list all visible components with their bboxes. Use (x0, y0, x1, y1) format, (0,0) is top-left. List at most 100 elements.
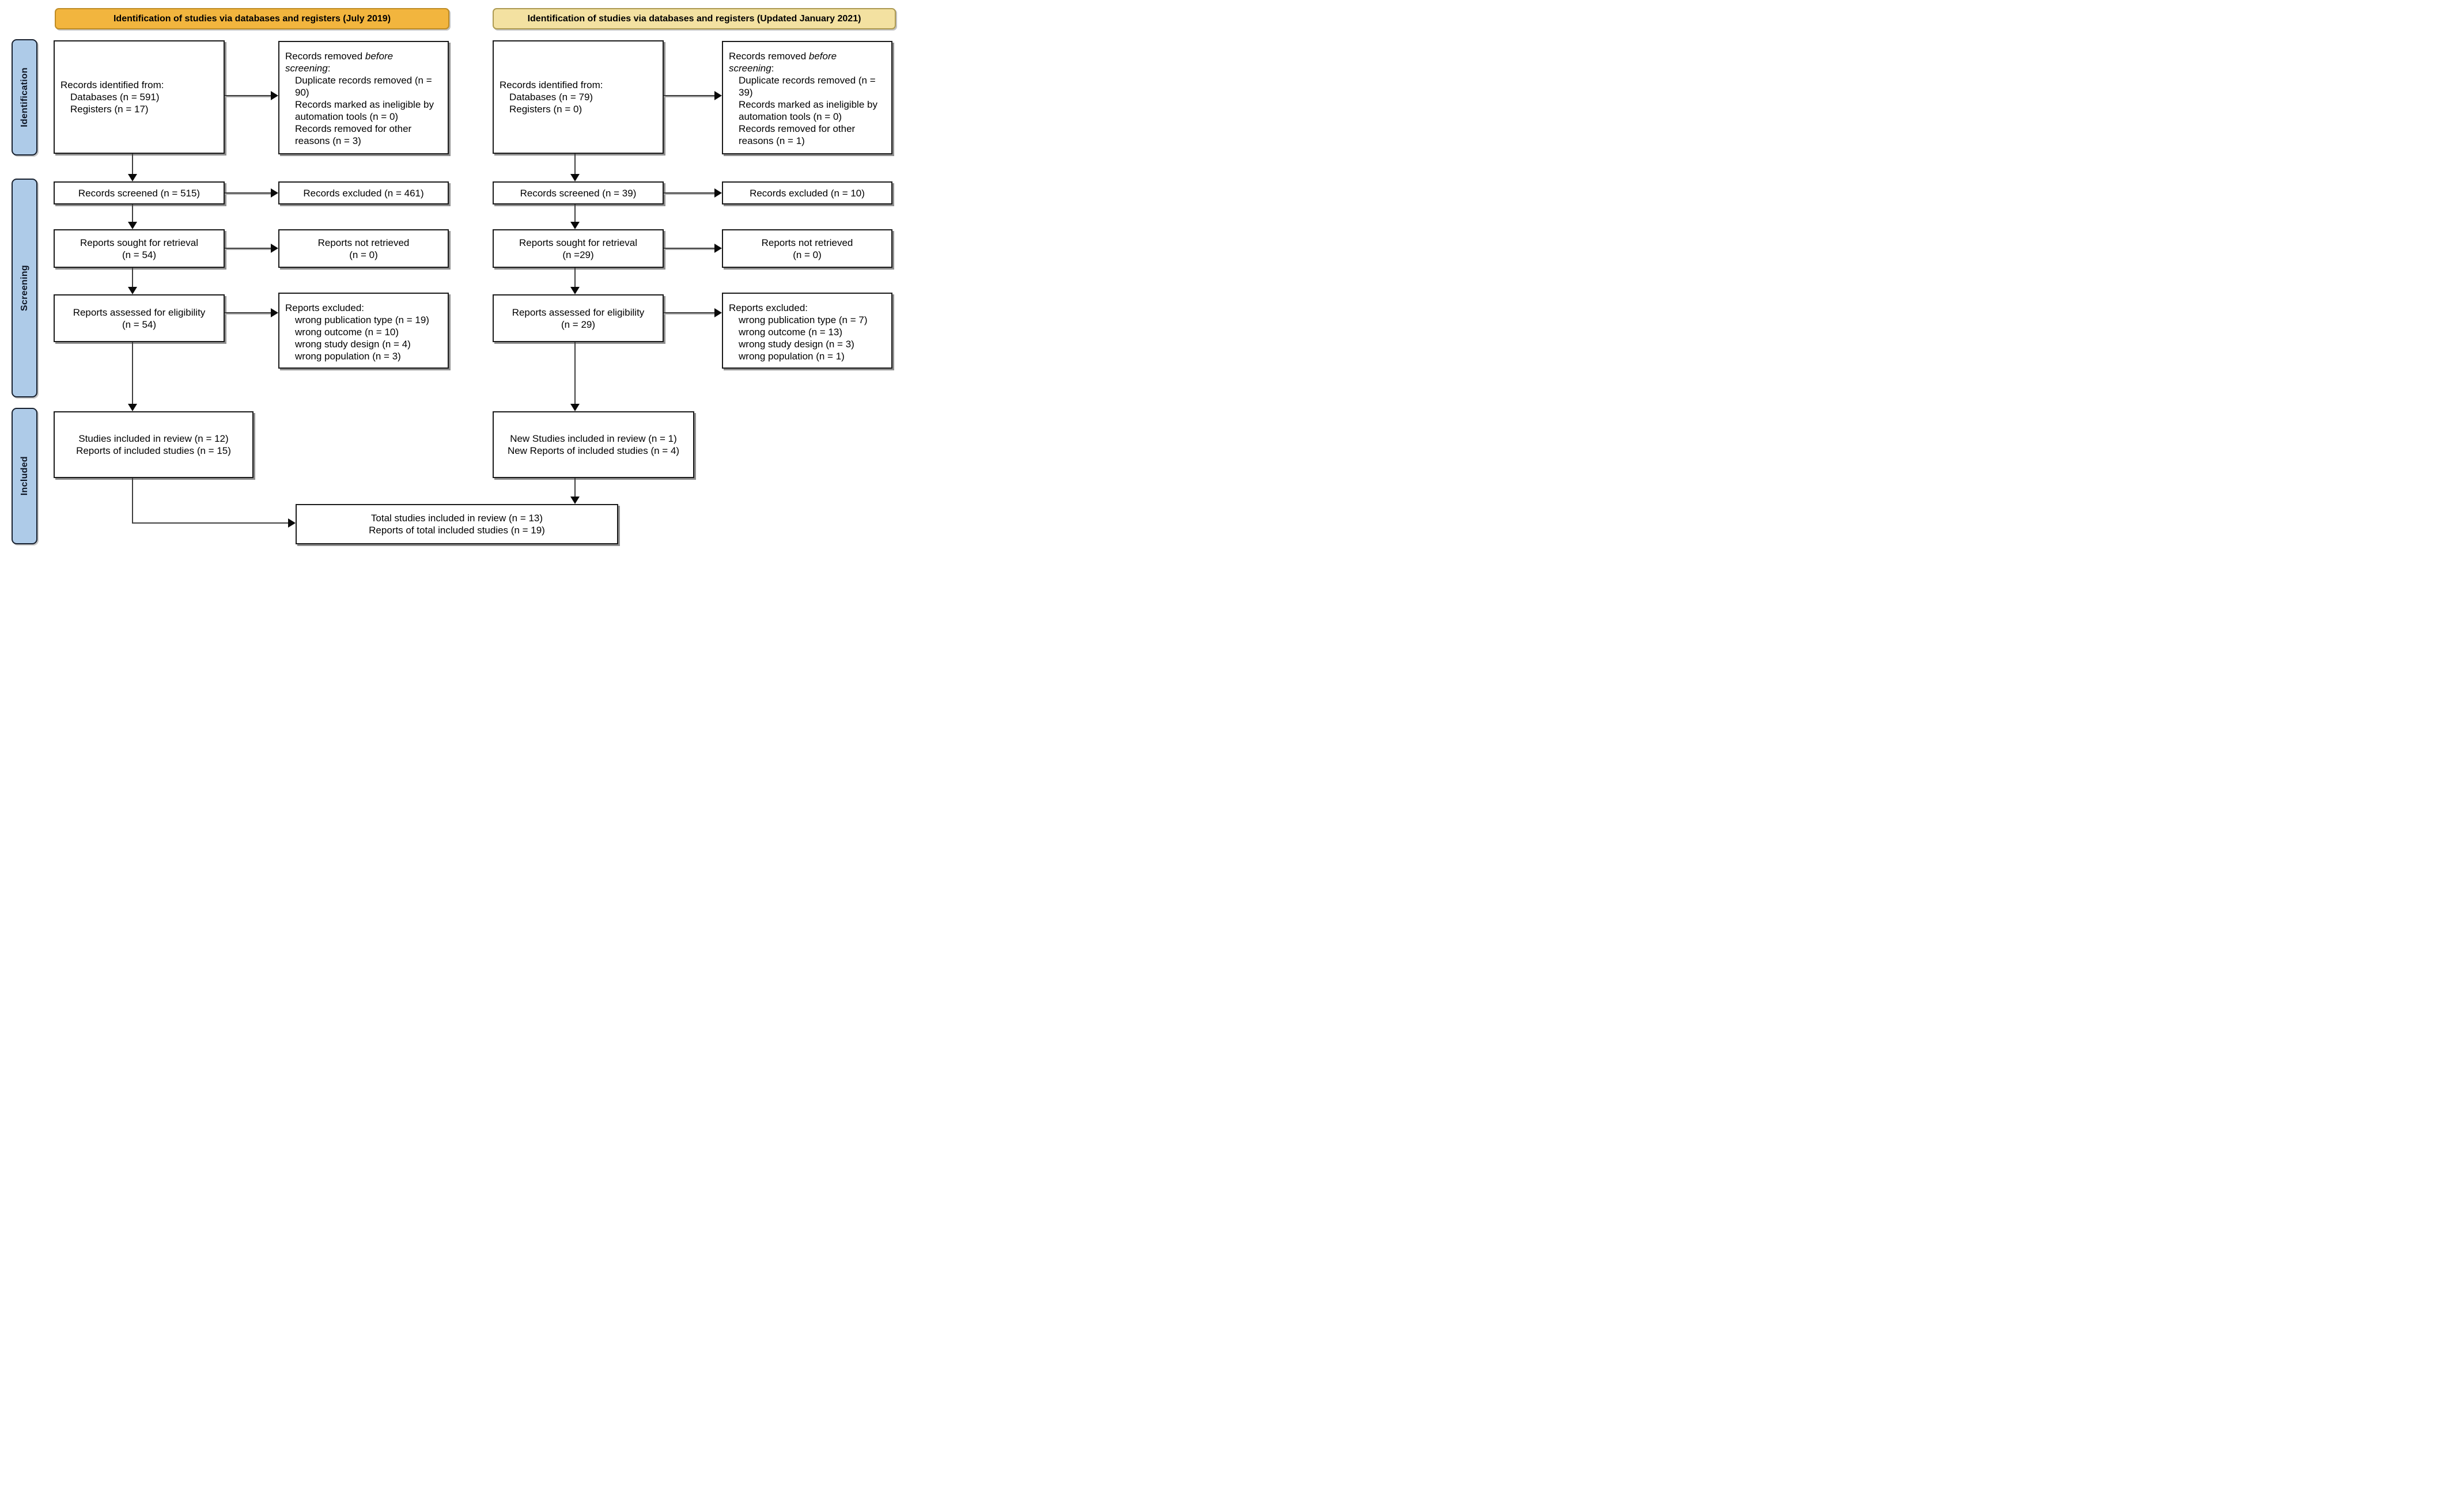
box-title: Reports excluded: (729, 302, 808, 313)
right-records-identified-box: Records identified from: Databases (n = … (493, 40, 664, 154)
box-line: Reports assessed for eligibility (512, 306, 645, 318)
box-line: New Reports of included studies (n = 4) (507, 445, 680, 456)
arrow-head-icon (570, 174, 580, 181)
stage-included-label: Included (19, 456, 29, 496)
arrow-line (132, 342, 133, 405)
box-item: wrong study design (n = 4) (295, 339, 411, 350)
arrow-head-icon (271, 308, 278, 317)
banner-left: Identification of studies via databases … (55, 8, 449, 29)
left-studies-included-box: Studies included in review (n = 12) Repo… (54, 411, 254, 478)
box-item: Duplicate records removed (n = 90) (295, 75, 432, 98)
stage-screening-label: Screening (19, 264, 29, 312)
box-label: Records screened (n = 515) (78, 187, 200, 199)
box-item: Databases (n = 79) (509, 92, 593, 103)
box-line: (n = 29) (561, 319, 596, 330)
arrow-head-icon (128, 222, 137, 229)
arrow-head-icon (288, 518, 296, 528)
arrow-head-icon (271, 91, 278, 100)
box-line: Reports not retrieved (761, 237, 853, 248)
arrow-head-icon (271, 244, 278, 253)
left-reports-assessed-box: Reports assessed for eligibility (n = 54… (54, 294, 225, 342)
box-label: Records excluded (n = 461) (303, 187, 424, 199)
box-item: wrong outcome (n = 10) (295, 327, 399, 338)
left-reports-excluded-box: Reports excluded: wrong publication type… (278, 293, 449, 369)
arrow-head-icon (714, 308, 722, 317)
left-records-identified-box: Records identified from: Databases (n = … (54, 40, 225, 154)
arrow-line (225, 248, 271, 249)
box-line: (n = 0) (793, 249, 822, 260)
box-item: wrong study design (n = 3) (739, 339, 854, 350)
box-line: Reports sought for retrieval (519, 237, 638, 248)
right-new-studies-included-box: New Studies included in review (n = 1) N… (493, 411, 694, 478)
box-item: wrong publication type (n = 19) (295, 314, 429, 325)
box-item: Registers (n = 17) (70, 104, 149, 115)
box-line: Reports of included studies (n = 15) (76, 445, 231, 456)
arrow-line (574, 478, 576, 498)
stage-screening: Screening (12, 179, 37, 397)
right-records-excluded-box: Records excluded (n = 10) (722, 181, 892, 204)
box-line: (n = 0) (349, 249, 378, 260)
arrow-line (574, 204, 576, 223)
arrow-line (225, 192, 271, 194)
arrow-line (574, 154, 576, 175)
banner-right-label: Identification of studies via databases … (527, 13, 861, 24)
banner-left-label: Identification of studies via databases … (113, 13, 391, 24)
right-records-removed-box: Records removed before screening: Duplic… (722, 41, 892, 154)
arrow-head-icon (714, 188, 722, 198)
arrow-head-icon (128, 174, 137, 181)
stage-included: Included (12, 408, 37, 544)
box-line: Reports sought for retrieval (80, 237, 199, 248)
box-item: wrong publication type (n = 7) (739, 314, 868, 325)
left-records-excluded-box: Records excluded (n = 461) (278, 181, 449, 204)
arrow-line (664, 312, 715, 313)
box-item: Records removed for other reasons (n = 3… (295, 123, 412, 146)
box-item: Duplicate records removed (n = 39) (739, 75, 876, 98)
box-item: wrong population (n = 3) (295, 351, 401, 362)
box-item: Databases (n = 591) (70, 92, 160, 103)
arrow-line (664, 248, 715, 249)
left-records-screened-box: Records screened (n = 515) (54, 181, 225, 204)
arrow-head-icon (570, 287, 580, 294)
arrow-head-icon (714, 244, 722, 253)
box-line: (n = 54) (122, 319, 157, 330)
arrow-line (132, 204, 133, 223)
left-records-removed-box: Records removed before screening: Duplic… (278, 41, 449, 154)
arrow-line (132, 154, 133, 175)
arrow-head-icon (570, 222, 580, 229)
stage-identification: Identification (12, 39, 37, 156)
box-line: Studies included in review (n = 12) (78, 433, 229, 444)
arrow-head-icon (271, 188, 278, 198)
box-item: Registers (n = 0) (509, 104, 582, 115)
right-reports-assessed-box: Reports assessed for eligibility (n = 29… (493, 294, 664, 342)
arrow-line (225, 95, 271, 96)
arrow-line (132, 268, 133, 288)
prisma-flow-diagram: Identification of studies via databases … (0, 0, 903, 555)
box-item: Records removed for other reasons (n = 1… (739, 123, 856, 146)
box-line: Reports of total included studies (n = 1… (369, 525, 545, 536)
arrow-line (664, 95, 715, 96)
arrow-line (574, 342, 576, 405)
box-line: Reports not retrieved (317, 237, 410, 248)
arrow-line (225, 312, 271, 313)
box-title: Records identified from: (500, 79, 603, 90)
stage-identification-label: Identification (19, 67, 29, 127)
banner-right: Identification of studies via databases … (493, 8, 896, 29)
box-item: wrong outcome (n = 13) (739, 327, 843, 338)
right-reports-sought-box: Reports sought for retrieval (n =29) (493, 229, 664, 268)
box-title: Records identified from: (60, 79, 164, 90)
box-item: Records marked as ineligible by automati… (295, 99, 434, 122)
box-title: Records removed before screening: (729, 51, 837, 74)
arrow-head-icon (570, 497, 580, 504)
box-title: Reports excluded: (285, 302, 365, 313)
box-title: Records removed before screening: (285, 51, 394, 74)
box-line: Reports assessed for eligibility (73, 306, 206, 318)
box-line: New Studies included in review (n = 1) (510, 433, 677, 444)
total-included-box: Total studies included in review (n = 13… (296, 504, 618, 544)
arrow-line (574, 268, 576, 288)
right-records-screened-box: Records screened (n = 39) (493, 181, 664, 204)
box-item: Records marked as ineligible by automati… (739, 99, 877, 122)
connector-line (132, 522, 289, 524)
connector-line (132, 478, 133, 523)
arrow-head-icon (714, 91, 722, 100)
box-line: (n = 54) (122, 249, 157, 260)
